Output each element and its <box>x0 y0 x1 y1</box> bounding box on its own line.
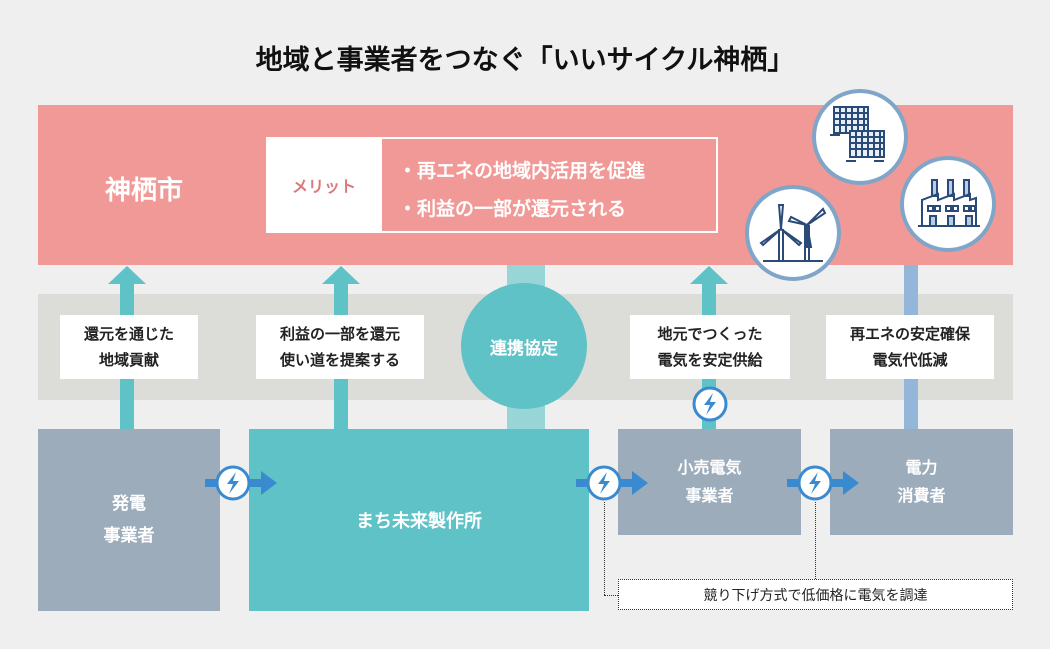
merit-item: ・利益の一部が還元される <box>398 198 627 220</box>
power-flow-arrow <box>787 465 859 501</box>
flow-label-line: 電気代低減 <box>872 351 948 369</box>
city-name: 神栖市 <box>105 176 184 206</box>
arrow-up-icon <box>322 266 360 284</box>
retailer-box: 小売電気 事業者 <box>618 429 801 535</box>
retailer-label: 事業者 <box>685 486 734 505</box>
note-leader-line <box>815 502 816 579</box>
power-flow-arrow <box>576 465 648 501</box>
arrow-up-icon <box>108 266 146 284</box>
generator-box: 発電 事業者 <box>38 429 220 611</box>
consumer-label: 消費者 <box>897 486 946 505</box>
retailer-label: 小売電気 <box>677 458 742 477</box>
merit-list: ・再エネの地域内活用を促進 ・利益の一部が還元される <box>398 152 645 228</box>
flow-label-line: 地域貢献 <box>98 351 159 369</box>
factory-icon-circle <box>900 156 996 252</box>
merit-item: ・再エネの地域内活用を促進 <box>398 160 646 182</box>
note-leader-line <box>604 595 618 596</box>
wind-turbine-icon <box>759 204 827 262</box>
factory-icon <box>918 179 980 227</box>
consumer-label: 電力 <box>905 458 938 477</box>
flow-label-line: 使い道を提案する <box>279 351 400 369</box>
flow-label-line: 地元でつくった <box>657 325 763 343</box>
flow-label-card: 還元を通じた 地域貢献 <box>60 315 198 379</box>
flow-label-line: 電気を安定供給 <box>657 351 763 369</box>
flow-label-line: 利益の一部を還元 <box>279 325 400 343</box>
generator-label: 事業者 <box>103 526 155 546</box>
solar-panel-icon-circle <box>812 89 908 185</box>
generator-label: 発電 <box>112 494 146 514</box>
wind-turbine-icon-circle <box>745 185 841 281</box>
merit-label: メリット <box>266 137 382 233</box>
note-leader-line <box>604 502 605 595</box>
flow-label-card: 再エネの安定確保 電気代低減 <box>826 315 994 379</box>
arrow-up-icon <box>690 266 728 284</box>
factory-box: まち未来製作所 <box>249 429 589 611</box>
flow-label-line: 再エネの安定確保 <box>849 325 970 343</box>
solar-panel-icon <box>830 106 885 162</box>
diagram-title: 地域と事業者をつなぐ「いいサイクル神栖」 <box>255 45 795 76</box>
power-flow-arrow <box>205 465 277 501</box>
agreement-circle: 連携協定 <box>461 283 587 409</box>
consumer-box: 電力 消費者 <box>830 429 1013 535</box>
procurement-note: 競り下げ方式で低価格に電気を調達 <box>618 579 1013 610</box>
lightning-icon <box>692 386 728 422</box>
flow-label-card: 利益の一部を還元 使い道を提案する <box>256 315 424 379</box>
flow-label-line: 還元を通じた <box>83 325 174 343</box>
flow-label-card: 地元でつくった 電気を安定供給 <box>630 315 790 379</box>
